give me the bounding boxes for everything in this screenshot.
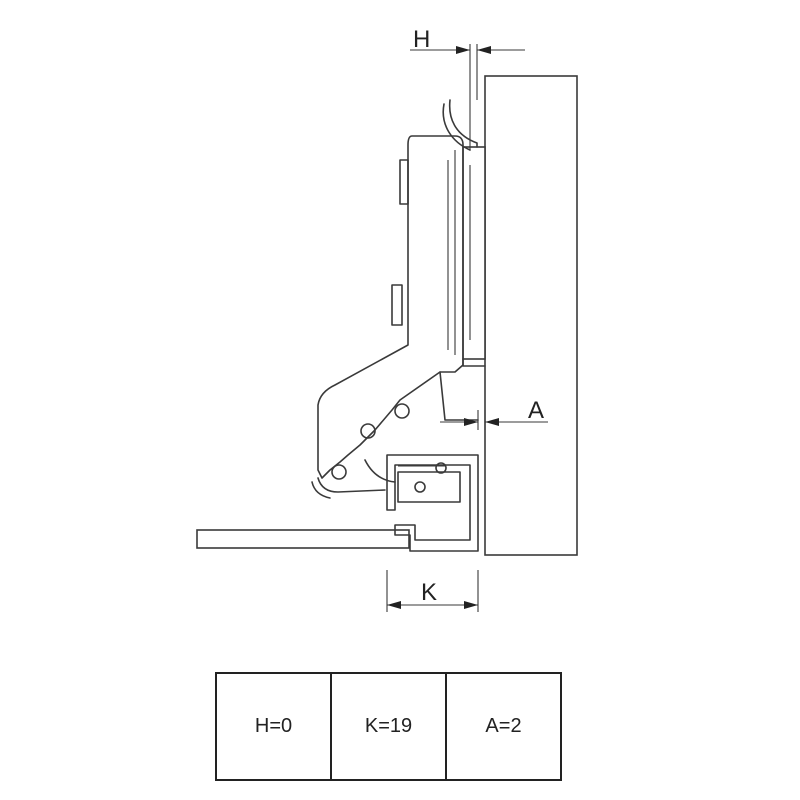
spec-table: H=0 K=19 A=2 [215, 672, 562, 781]
dimension-h-label: H [413, 26, 430, 53]
spec-cell-k: K=19 [330, 672, 447, 781]
dimension-a: A [440, 397, 548, 430]
top-clip [448, 99, 478, 148]
dimension-k: K [386, 570, 479, 612]
spec-cell-h: H=0 [215, 672, 332, 781]
hinge-cup [386, 454, 479, 552]
top-clip-inner [442, 103, 471, 151]
dimension-a-label: A [528, 397, 544, 424]
hinge-arm [311, 135, 479, 499]
door-panel [196, 529, 410, 549]
spec-row: H=0 K=19 A=2 [215, 672, 562, 781]
dimension-h: H [410, 26, 525, 150]
mounting-plate [462, 146, 486, 367]
dimension-k-label: K [421, 579, 437, 606]
spec-cell-a: A=2 [445, 672, 562, 781]
cabinet-side-panel [484, 75, 578, 556]
